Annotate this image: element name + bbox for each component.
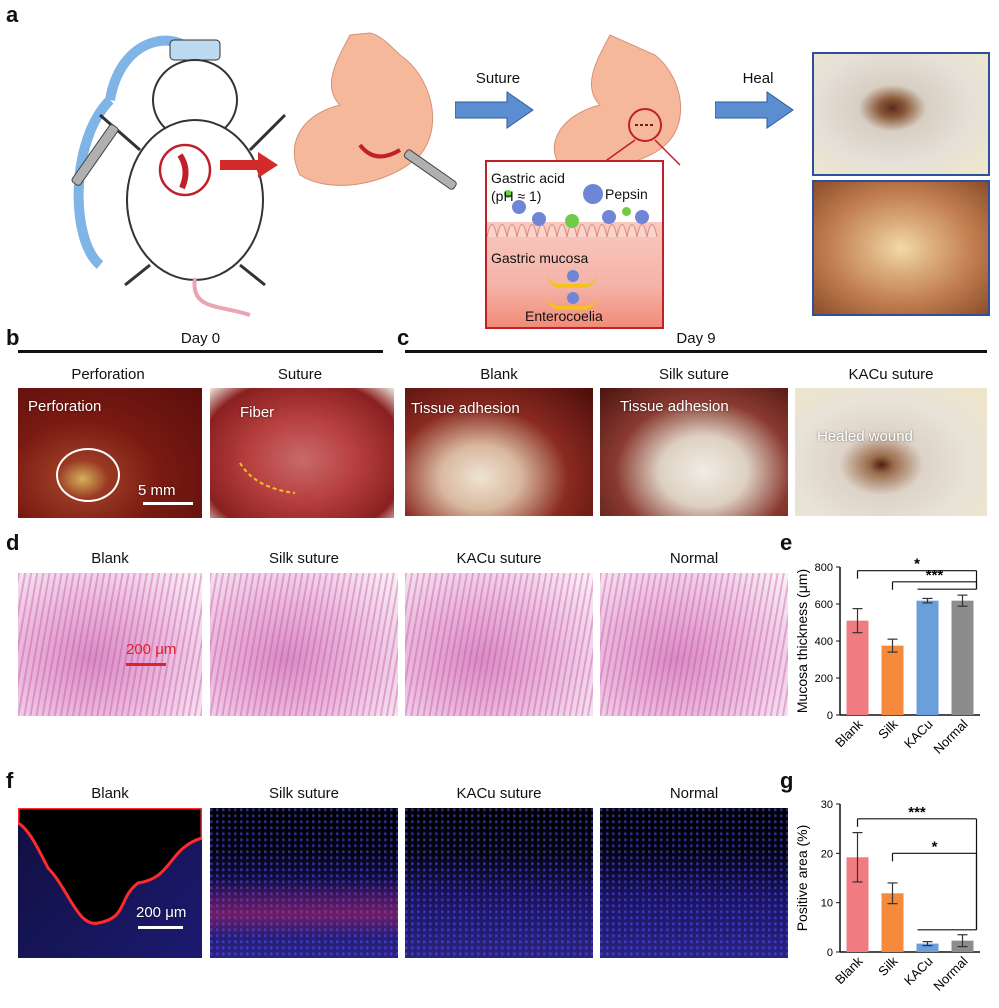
category-label: Normal — [930, 716, 970, 756]
ph-label: (pH ≈ 1) — [491, 188, 542, 204]
blank-adhesion-label: Tissue adhesion — [411, 400, 520, 417]
gastric-acid-label: Gastric acid — [491, 170, 565, 186]
blank-title-c: Blank — [480, 366, 518, 383]
fl-kacu-image — [405, 808, 593, 958]
fl-normal-image — [600, 808, 788, 958]
category-label: Silk — [875, 953, 901, 979]
bar — [881, 645, 904, 715]
he-blank-image: 200 μm — [18, 573, 202, 716]
suture-arrow-label: Suture — [475, 70, 521, 87]
y-tick-label: 400 — [815, 636, 833, 648]
day0-rule — [18, 350, 383, 353]
day0-header: Day 0 — [180, 330, 221, 347]
he-title-normal: Normal — [669, 550, 719, 567]
y-axis-label: Mucosa thickness (μm) — [794, 569, 810, 713]
y-tick-label: 10 — [821, 898, 833, 910]
healed-wound-label: Healed wound — [817, 428, 913, 445]
scale-bar-5mm: 5 mm — [138, 482, 176, 499]
sig-star: * — [914, 556, 920, 573]
silk-adhesion-label: Tissue adhesion — [620, 398, 729, 415]
panel-label-g: g — [780, 768, 794, 793]
perforation-photo: Perforation 5 mm — [18, 388, 202, 518]
fl-scale-bar: 200 μm — [136, 904, 187, 921]
panel-label-b: b — [6, 325, 20, 350]
fl-silk-image — [210, 808, 398, 958]
category-label: Silk — [875, 716, 901, 742]
fiber-label: Fiber — [240, 404, 275, 421]
panel-label-c: c — [397, 325, 410, 350]
kacu-title-c: KACu suture — [848, 366, 934, 383]
panel-label-a: a — [6, 2, 19, 27]
pepsin-label: Pepsin — [605, 186, 648, 202]
heal-arrow-label: Heal — [742, 70, 774, 87]
healed-stomach-photo-2 — [812, 180, 990, 316]
stomach-illustration — [293, 32, 457, 190]
perforation-title: Perforation — [71, 366, 145, 383]
sig-star: * — [932, 838, 938, 855]
suture-title: Suture — [277, 366, 323, 383]
sig-star: *** — [908, 804, 926, 821]
y-tick-label: 30 — [821, 799, 833, 811]
y-tick-label: 20 — [821, 848, 833, 860]
sig-star: *** — [926, 567, 944, 584]
kacu-day9-photo: Healed wound — [795, 388, 987, 516]
he-scale-bar: 200 μm — [126, 641, 177, 658]
fl-blank-image: 200 μm — [18, 808, 202, 958]
silk-title-c: Silk suture — [658, 366, 730, 383]
panel-label-f: f — [6, 768, 14, 793]
category-label: Blank — [832, 716, 866, 750]
blank-day9-photo: Tissue adhesion — [405, 388, 593, 516]
fl-title-blank: Blank — [91, 785, 129, 802]
gastric-mucosa-label: Gastric mucosa — [491, 250, 589, 266]
sutured-stomach-illustration — [553, 34, 682, 170]
suture-photo: Fiber — [210, 388, 394, 518]
y-tick-label: 0 — [827, 710, 833, 722]
bar — [916, 943, 939, 952]
he-kacu-image — [405, 573, 593, 716]
y-tick-label: 600 — [815, 599, 833, 611]
bar — [951, 600, 974, 715]
bar — [846, 620, 869, 715]
he-title-kacu: KACu suture — [456, 550, 542, 567]
red-arrow — [220, 152, 278, 178]
fl-title-silk: Silk suture — [268, 785, 340, 802]
suture-arrow — [455, 91, 534, 129]
day9-header: Day 9 — [676, 330, 716, 347]
he-title-silk: Silk suture — [268, 550, 340, 567]
panel-label-e: e — [780, 530, 793, 555]
y-tick-label: 200 — [815, 673, 833, 685]
mucosa-inset: Gastric acid (pH ≈ 1) Pepsin Gastric muc… — [485, 160, 664, 329]
he-normal-image — [600, 573, 788, 716]
y-tick-label: 0 — [827, 947, 833, 959]
bar — [846, 857, 869, 952]
heal-arrow — [715, 91, 794, 129]
day9-rule — [405, 350, 987, 353]
y-axis-label: Positive area (%) — [794, 825, 810, 932]
category-label: Normal — [930, 953, 970, 993]
silk-day9-photo: Tissue adhesion — [600, 388, 788, 516]
healed-stomach-photo-1 — [812, 52, 990, 176]
category-label: Blank — [832, 953, 866, 987]
he-silk-image — [210, 573, 398, 716]
fl-title-kacu: KACu suture — [456, 785, 542, 802]
y-tick-label: 800 — [815, 562, 833, 574]
bar — [881, 893, 904, 952]
panel-label-d: d — [6, 530, 20, 555]
he-title-blank: Blank — [91, 550, 129, 567]
bar — [916, 600, 939, 715]
fl-title-normal: Normal — [669, 785, 719, 802]
enterocoelia-label: Enterocoelia — [525, 308, 603, 324]
perforation-photo-label: Perforation — [28, 398, 102, 415]
